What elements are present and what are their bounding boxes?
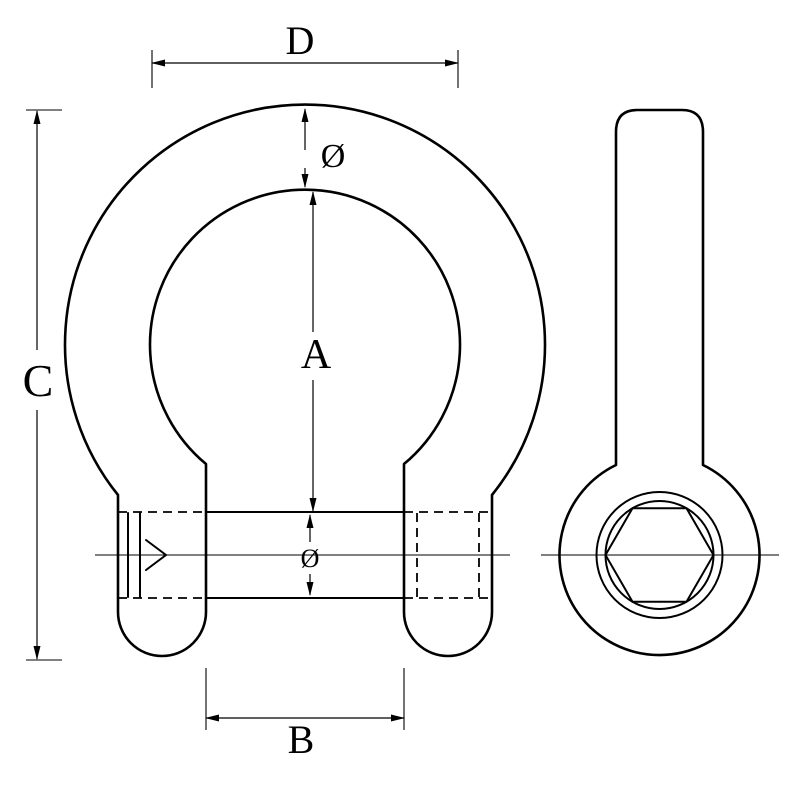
front-view [63,103,547,658]
dimension-D: D [151,18,459,88]
dim-label-C: C [23,355,54,406]
dimension-pin-diameter: Ø [301,514,320,596]
dimension-A: A [301,191,332,512]
dimension-B: B [205,668,405,762]
dim-label-A: A [301,332,332,378]
dim-label-D: D [286,18,315,63]
dimension-C: C [23,109,62,661]
dimension-bow-diameter: Ø [301,108,346,188]
shackle-body-outline [63,103,547,658]
dim-label-pin-diameter: Ø [301,544,320,573]
dim-label-bow-diameter: Ø [321,138,346,175]
pin-side-outline [558,108,761,657]
side-view [541,108,779,657]
dim-label-B: B [288,717,315,762]
dimensions: D Ø A C Ø [23,18,459,762]
